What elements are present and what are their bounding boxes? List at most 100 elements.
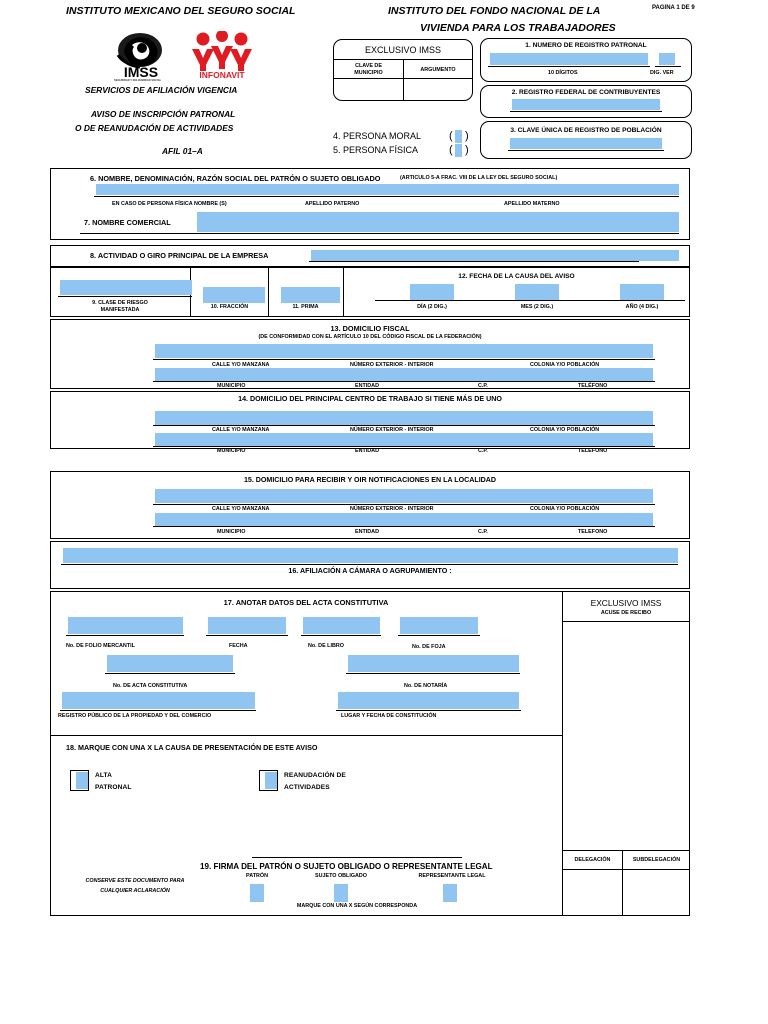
- svg-text:IMSS: IMSS: [124, 64, 158, 79]
- imss-logo: IMSS: [112, 31, 172, 80]
- section9-label-l1: 9. CLASE DE RIESGO: [92, 300, 148, 306]
- section17-notaria-input[interactable]: [348, 655, 519, 672]
- section12-anio-input[interactable]: [620, 284, 664, 300]
- registro-patronal-title: 1. NUMERO DE REGISTRO PATRONAL: [525, 42, 647, 49]
- section15-title: 15. DOMICILIO PARA RECIBIR Y OIR NOTIFIC…: [243, 476, 497, 484]
- imss-title: INSTITUTO MEXICANO DEL SEGURO SOCIAL: [66, 5, 296, 17]
- section13-row1-label-0: CALLE Y/O MANZANA: [212, 362, 270, 368]
- section6-sublabel-0: EN CASO DE PERSONA FÍSICA NOMBRE (S): [112, 201, 227, 207]
- section12-dia-label: DÍA (2 DIG.): [417, 304, 447, 310]
- persona-fisica-checkbox[interactable]: [455, 144, 462, 157]
- delegacion-label: DELEGACIÓN: [574, 857, 611, 863]
- section17-fecha-input[interactable]: [208, 617, 286, 634]
- section15-row2-label-2: C.P.: [478, 529, 488, 535]
- section12-mes-input[interactable]: [515, 284, 559, 300]
- section18-option1-line2: ACTIVIDADES: [284, 784, 330, 791]
- delegacion-input[interactable]: [564, 871, 621, 914]
- registro-patronal-hint-right: DIG. VER: [650, 70, 674, 76]
- section15-row1-label-2: COLONIA Y/O POBLACIÓN: [530, 506, 600, 512]
- rfc-box: [480, 85, 692, 118]
- curp-title: 3. CLAVE ÚNICA DE REGISTRO DE POBLACIÓN: [510, 127, 662, 134]
- clave-municipio-input[interactable]: [336, 80, 401, 99]
- section17-libro-label: No. DE LIBRO: [308, 643, 344, 649]
- argumento-input[interactable]: [406, 80, 470, 99]
- section17-acta-input[interactable]: [107, 655, 233, 672]
- section19-role0-checkbox[interactable]: [250, 884, 264, 902]
- section8-rule: [309, 261, 639, 262]
- registro-patronal-hint-left: 10 DÍGITOS: [548, 70, 578, 76]
- section8-input[interactable]: [311, 250, 679, 261]
- registro-patronal-rule: [488, 66, 650, 67]
- section19-role1-label: SUJETO OBLIGADO: [314, 873, 368, 879]
- section-9-12-block: [50, 267, 690, 317]
- subdelegacion-input[interactable]: [624, 871, 689, 914]
- rfc-title: 2. REGISTRO FEDERAL DE CONTRIBUYENTES: [511, 89, 661, 96]
- section11-label: 11. PRIMA: [292, 304, 319, 310]
- section7-input[interactable]: [197, 212, 679, 232]
- checkbox-reanudacion-fill[interactable]: [265, 772, 277, 789]
- section17-registro-rule: [60, 710, 256, 711]
- section6-title-note: (ARTICULO 5-A FRAC. VIII DE LA LEY DEL S…: [400, 175, 558, 181]
- persona-fisica-paren: (: [449, 144, 453, 156]
- acuse-title: EXCLUSIVO IMSS: [590, 598, 662, 608]
- acuse-divider-v: [622, 850, 623, 915]
- section18-option0-line1: ALTA: [95, 772, 112, 779]
- infonavit-title-line2: VIVIENDA PARA LOS TRABAJADORES: [420, 22, 616, 34]
- section13-row1-input[interactable]: [155, 344, 653, 358]
- exclusivo-divider-v: [403, 59, 404, 100]
- section18-option1-line1: REANUDACIÓN DE: [284, 772, 346, 779]
- section16-input[interactable]: [63, 548, 678, 563]
- subdelegacion-label: SUBDELEGACIÓN: [632, 857, 681, 863]
- section14-row1-input[interactable]: [155, 411, 653, 425]
- section15-row2-input[interactable]: [155, 513, 653, 526]
- section17-folio-input[interactable]: [68, 617, 183, 634]
- clave-municipio-label-l2: MUNICIPIO: [354, 70, 383, 76]
- section9-input[interactable]: [60, 280, 192, 295]
- persona-fisica-paren-close: ): [465, 144, 469, 156]
- section13-subtitle: (DE CONFORMIDAD CON EL ARTÍCULO 10 DEL C…: [258, 334, 482, 340]
- section15-row1-input[interactable]: [155, 489, 653, 503]
- section6-rule: [94, 196, 679, 197]
- persona-moral-checkbox[interactable]: [455, 130, 462, 143]
- section14-row2-input[interactable]: [155, 433, 653, 446]
- curp-input[interactable]: [510, 138, 662, 149]
- form-title-line2: O DE REANUDACIÓN DE ACTIVIDADES: [75, 123, 234, 133]
- form-code: AFIL 01–A: [162, 146, 203, 156]
- clave-municipio-label-l1: CLAVE DE: [355, 63, 382, 69]
- section13-title: 13. DOMICILIO FISCAL: [330, 324, 410, 333]
- rfc-input[interactable]: [512, 99, 660, 110]
- checkbox-alta-patronal-fill[interactable]: [76, 772, 88, 789]
- exclusivo-imss-box: [333, 39, 473, 101]
- curp-box: [480, 121, 692, 159]
- section17-registro-label: REGISTRO PÚBLICO DE LA PROPIEDAD Y DEL C…: [58, 713, 212, 719]
- section17-lugar-input[interactable]: [338, 692, 519, 709]
- infonavit-title-line1: INSTITUTO DEL FONDO NACIONAL DE LA: [388, 5, 601, 17]
- persona-fisica-label: 5. PERSONA FÍSICA: [333, 145, 419, 155]
- section17-registro-input[interactable]: [62, 692, 255, 709]
- section19-role2-checkbox[interactable]: [443, 884, 457, 902]
- section12-dia-input[interactable]: [410, 284, 454, 300]
- registro-patronal-input[interactable]: [490, 53, 648, 65]
- section19-role1-checkbox[interactable]: [334, 884, 348, 902]
- section13-row2-label-1: ENTIDAD: [355, 383, 379, 389]
- section-16-block: [50, 541, 690, 589]
- section12-title: 12. FECHA DE LA CAUSA DEL AVISO: [458, 273, 575, 280]
- section6-input[interactable]: [96, 184, 679, 195]
- section6-sublabel-2: APELLIDO MATERNO: [504, 201, 560, 207]
- section13-row2-input[interactable]: [155, 368, 653, 381]
- section16-title: 16. AFILIACIÓN A CÁMARA O AGRUPAMIENTO :: [288, 567, 452, 575]
- section11-input[interactable]: [281, 287, 340, 303]
- service-line: SERVICIOS DE AFILIACIÓN VIGENCIA: [85, 85, 238, 95]
- section-14-block: [50, 391, 690, 449]
- acuse-divider-top: [563, 621, 690, 622]
- section14-row2-label-2: C.P.: [478, 448, 488, 454]
- registro-patronal-verifier-input[interactable]: [659, 53, 675, 65]
- section12-rule: [375, 300, 685, 301]
- section14-row1-label-1: NÚMERO EXTERIOR - INTERIOR: [350, 427, 434, 433]
- section13-row2-label-2: C.P.: [478, 383, 488, 389]
- section17-folio-rule: [66, 635, 184, 636]
- section10-input[interactable]: [203, 287, 265, 303]
- acuse-divider-delegacion: [563, 850, 690, 851]
- section17-foja-input[interactable]: [400, 617, 478, 634]
- section17-libro-input[interactable]: [303, 617, 380, 634]
